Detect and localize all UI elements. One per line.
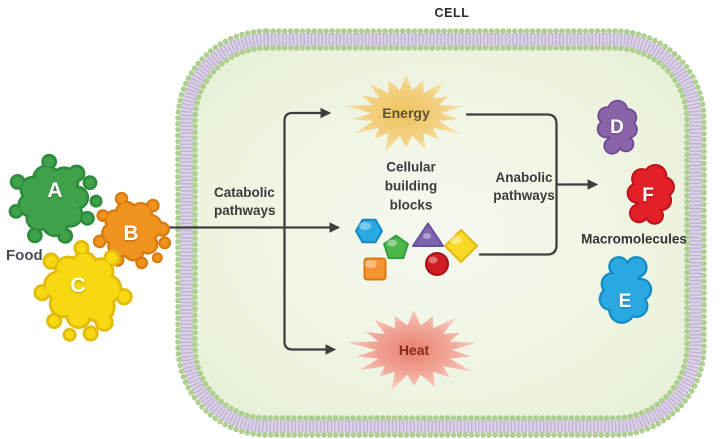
molecule-c-letter: C [70,274,86,297]
catabolic-line1: Catabolic [214,185,275,200]
heat-branch-arrow [283,226,337,355]
hexagon-block-icon [355,218,383,244]
triangle-block-icon [412,222,444,247]
cell-membrane [175,28,707,438]
anabolic-line1: Anabolic [495,170,553,185]
macromolecule-e-letter: E [618,291,632,312]
anabolic-line2: pathways [493,188,555,203]
anabolic-pathways-label: Anabolic pathways [493,169,555,205]
macromolecule-f-letter: F [642,185,654,206]
catabolic-line2: pathways [214,202,276,218]
molecule-b-letter: B [123,222,139,245]
macromolecule-d [596,99,638,155]
building-blocks-group [355,218,478,281]
macromolecules-label: Macromolecules [581,231,687,247]
macromolecule-d-letter: D [610,117,624,138]
circle-block-icon [425,252,449,276]
square-block-icon [363,257,387,281]
diamond-block-icon [444,229,478,263]
block-highlights [359,222,462,268]
building-line2: building [384,178,438,194]
heat-label: Heat [398,342,430,358]
molecule-blobs [8,99,675,342]
heat-burst [346,310,477,391]
energy-branch-arrow [283,107,332,229]
macromolecule-f [626,163,675,225]
macromolecule-e [598,256,653,324]
building-blocks-label: Cellular building blocks [385,158,437,215]
energy-label: Energy [382,105,430,121]
cell-title: CELL [434,6,470,20]
building-line1: Cellular [386,159,436,175]
building-line3: blocks [389,197,433,213]
energy-burst [344,74,464,153]
pathway-arrows [156,107,599,355]
catabolic-pathways-label: Catabolic pathways [214,184,276,219]
cell-interior [183,36,699,430]
food-molecule-c [33,240,133,342]
food-molecule-a [8,153,103,244]
molecule-a-letter: A [47,179,63,202]
pentagon-block-icon [383,234,409,260]
food-label: Food [6,247,43,264]
